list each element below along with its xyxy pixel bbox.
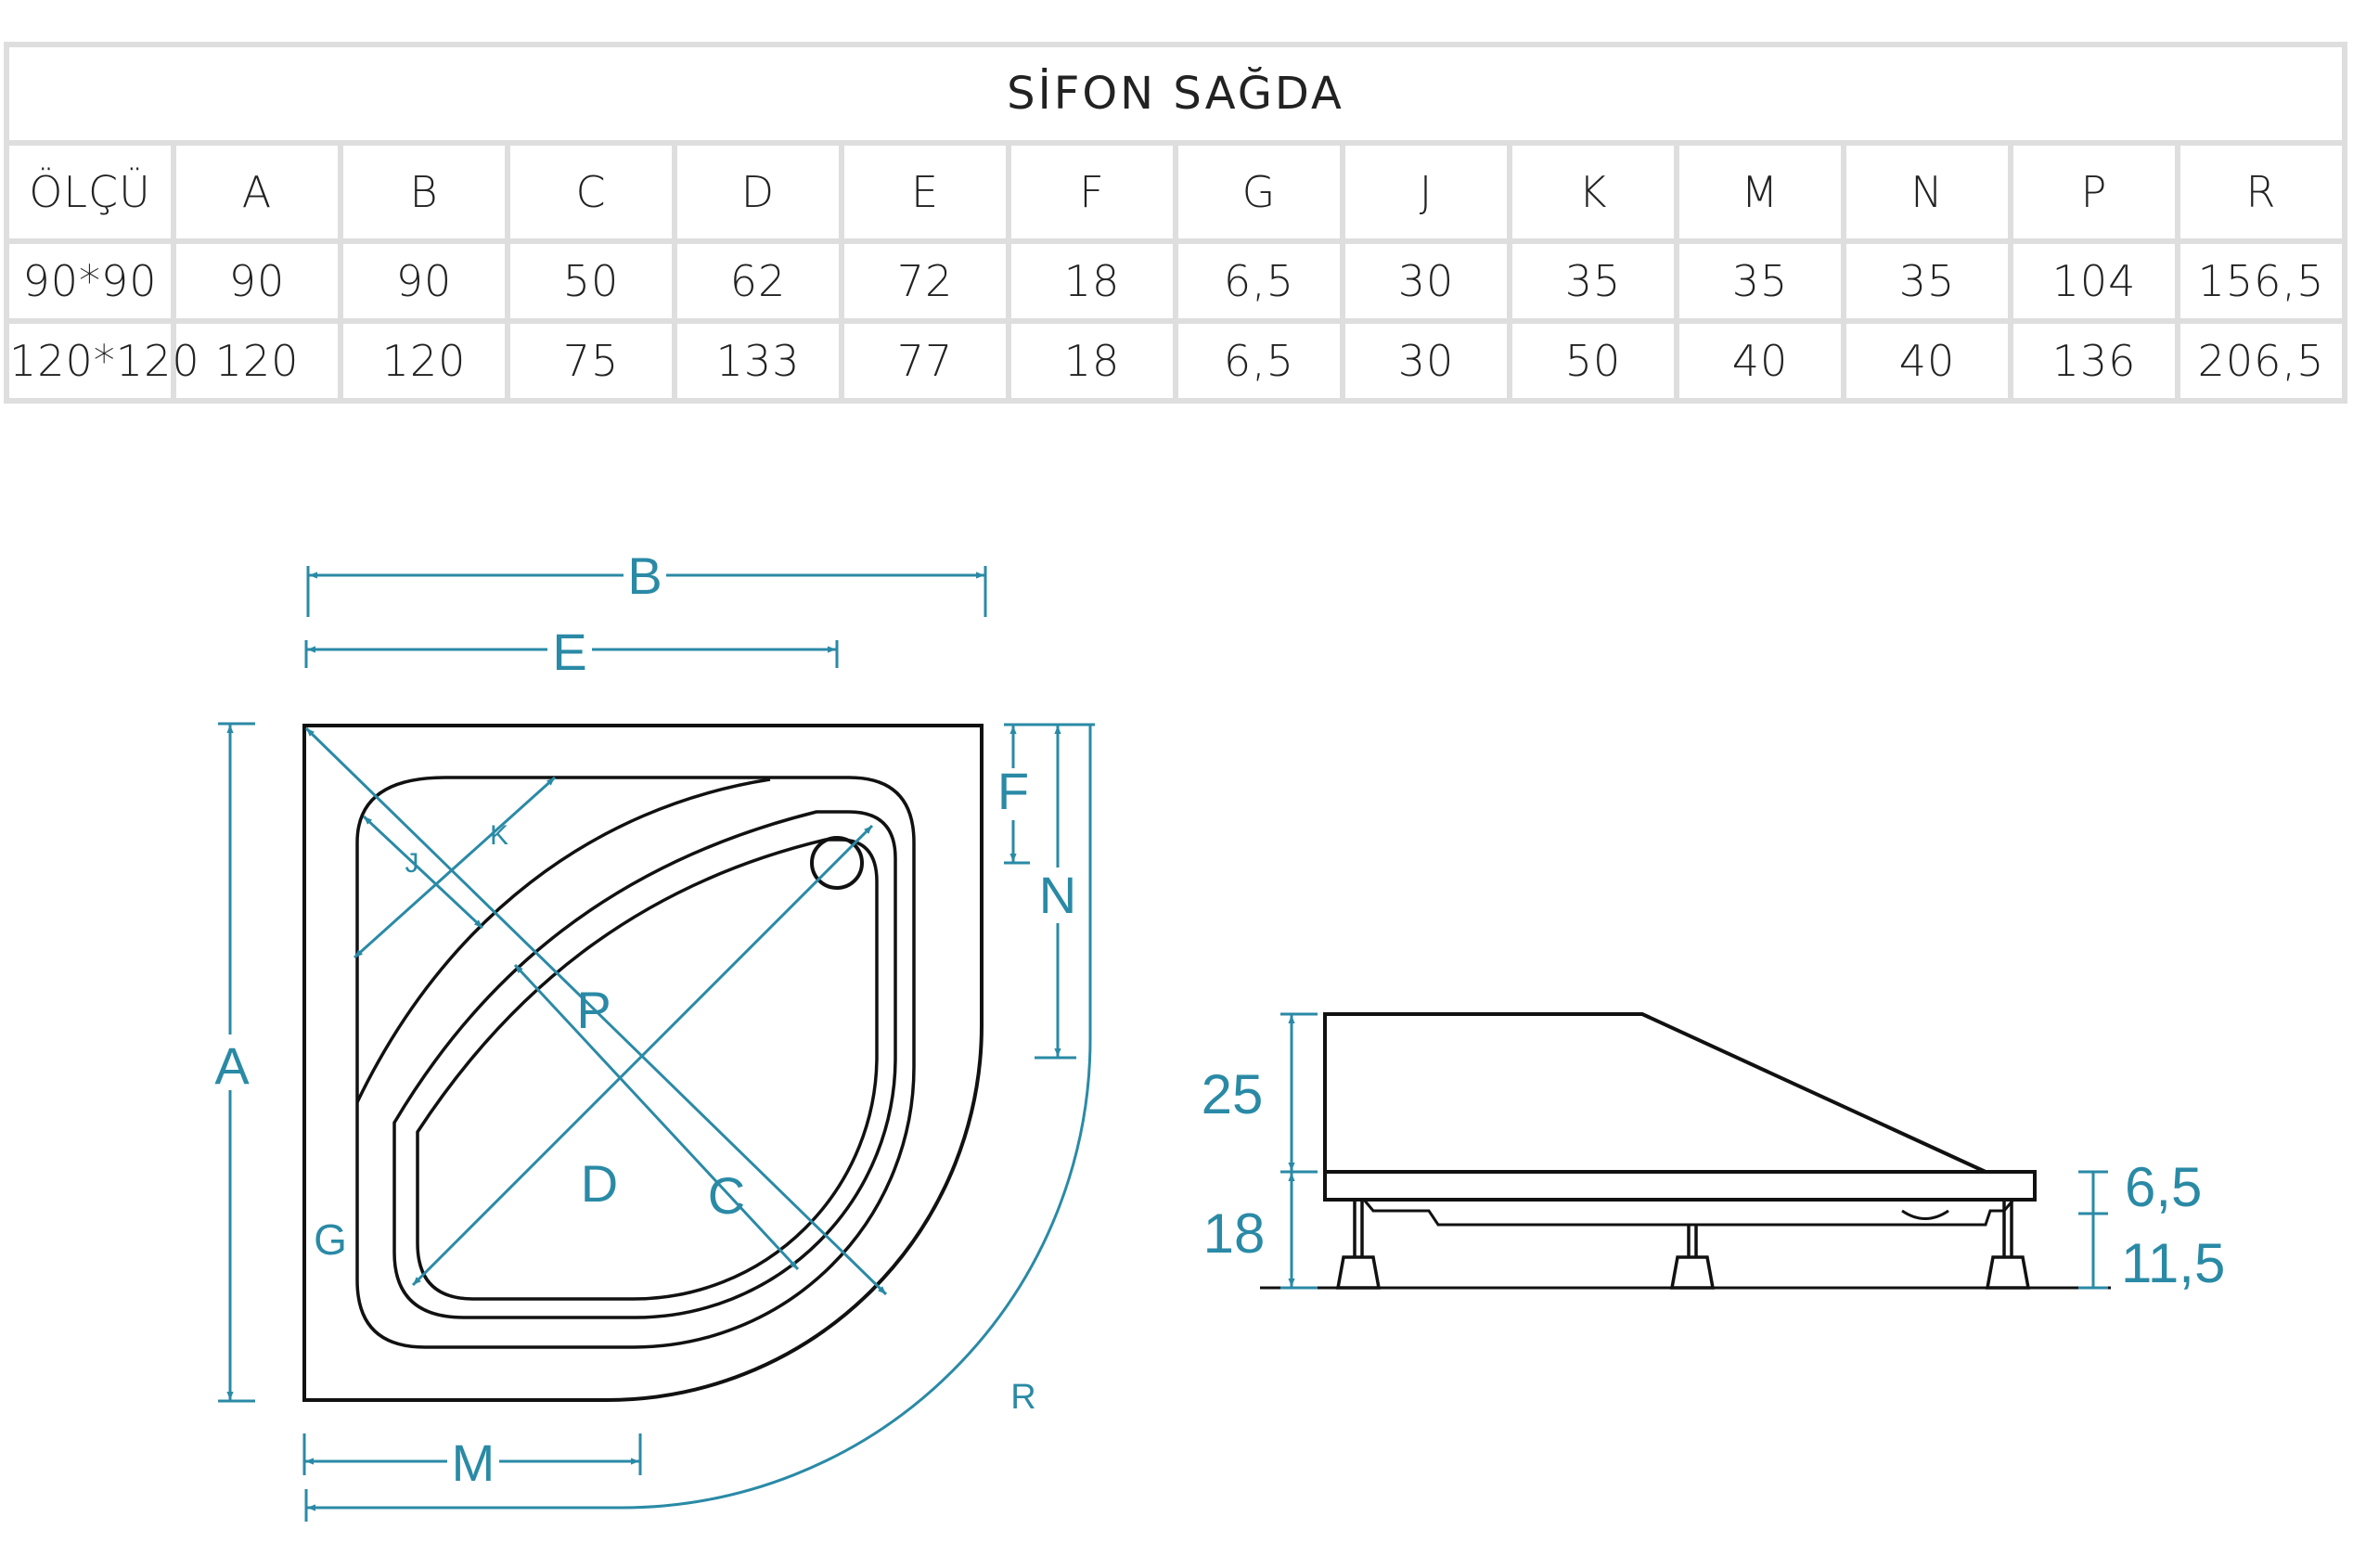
side-view-dimensions bbox=[1280, 1012, 2108, 1290]
cell-r: 156,5 bbox=[2180, 244, 2342, 318]
label-m: M bbox=[452, 1433, 495, 1492]
cell-b: 120 bbox=[343, 324, 505, 398]
header-m: M bbox=[1679, 146, 1841, 238]
header-f: F bbox=[1011, 146, 1173, 238]
cell-e: 72 bbox=[844, 244, 1006, 318]
header-p: P bbox=[2013, 146, 2175, 238]
cell-p: 104 bbox=[2013, 244, 2175, 318]
table-title: SİFON SAĞDA bbox=[9, 47, 2342, 140]
side-drain bbox=[1901, 1209, 1949, 1220]
cell-r: 206,5 bbox=[2180, 324, 2342, 398]
cell-m: 40 bbox=[1679, 324, 1841, 398]
side-apron bbox=[1323, 1012, 1987, 1174]
cell-k: 50 bbox=[1512, 324, 1674, 398]
tray-basin-outer bbox=[355, 778, 771, 1103]
dim-p-line bbox=[513, 963, 800, 1271]
header-c: C bbox=[510, 146, 672, 238]
cell-j: 30 bbox=[1345, 324, 1507, 398]
cell-g: 6,5 bbox=[1178, 244, 1340, 318]
label-k: K bbox=[490, 820, 508, 851]
label-p: P bbox=[576, 981, 611, 1039]
header-n: N bbox=[1846, 146, 2008, 238]
label-f: F bbox=[997, 762, 1029, 820]
label-j: J bbox=[405, 848, 419, 879]
table-row-90: 90*90 90 90 50 62 72 18 6,5 30 35 35 35 … bbox=[9, 244, 2342, 318]
cell-d: 62 bbox=[677, 244, 839, 318]
top-view-dimensions bbox=[218, 566, 1095, 1522]
label-b: B bbox=[627, 546, 662, 605]
label-a: A bbox=[214, 1036, 250, 1095]
cell-a: 120 bbox=[176, 324, 338, 398]
dim-r-arc bbox=[307, 725, 1092, 1511]
label-e: E bbox=[552, 623, 586, 681]
cell-c: 50 bbox=[510, 244, 672, 318]
side-view bbox=[1260, 1012, 2111, 1290]
cell-k: 35 bbox=[1512, 244, 1674, 318]
cell-size: 120*120 bbox=[9, 324, 199, 398]
header-olcu: ÖLÇÜ bbox=[9, 146, 171, 238]
header-r: R bbox=[2180, 146, 2342, 238]
top-view-labels: B E A F N M R G P C D K J bbox=[206, 546, 1083, 1492]
side-view-labels: 25 18 6,5 11,5 bbox=[1202, 1063, 2226, 1294]
table-row-120: 120*120 120 120 75 133 77 18 6,5 30 50 4… bbox=[9, 324, 2342, 398]
cell-f: 18 bbox=[1011, 324, 1173, 398]
cell-n: 40 bbox=[1846, 324, 2008, 398]
label-g: G bbox=[314, 1215, 347, 1264]
cell-size: 90*90 bbox=[9, 244, 171, 318]
label-height-legs: 18 bbox=[1203, 1202, 1266, 1265]
cell-j: 30 bbox=[1345, 244, 1507, 318]
cell-e: 77 bbox=[844, 324, 1006, 398]
side-legs bbox=[1335, 1200, 2031, 1290]
dim-j-line bbox=[362, 815, 484, 930]
cell-m: 35 bbox=[1679, 244, 1841, 318]
cell-b: 90 bbox=[343, 244, 505, 318]
header-g: G bbox=[1178, 146, 1340, 238]
label-n: N bbox=[1039, 866, 1076, 924]
cell-d: 133 bbox=[677, 324, 839, 398]
label-d: D bbox=[581, 1154, 618, 1213]
cell-p: 136 bbox=[2013, 324, 2175, 398]
cell-n: 35 bbox=[1846, 244, 2008, 318]
label-height-body: 25 bbox=[1202, 1063, 1264, 1125]
header-k: K bbox=[1512, 146, 1674, 238]
dim-d-line bbox=[411, 824, 874, 1287]
dimension-table: SİFON SAĞDA ÖLÇÜ A B C D E F G J K M N P… bbox=[4, 42, 2347, 404]
cell-f: 18 bbox=[1011, 244, 1173, 318]
tray-basin-floor bbox=[416, 838, 879, 1301]
label-c: C bbox=[708, 1166, 745, 1225]
header-d: D bbox=[677, 146, 839, 238]
header-b: B bbox=[343, 146, 505, 238]
header-a: A bbox=[176, 146, 338, 238]
header-j: J bbox=[1345, 146, 1507, 238]
cell-c: 75 bbox=[510, 324, 672, 398]
label-r: R bbox=[1010, 1378, 1035, 1417]
side-rim bbox=[1323, 1170, 2037, 1202]
cell-a: 90 bbox=[176, 244, 338, 318]
label-foot: 11,5 bbox=[2121, 1232, 2225, 1294]
side-basin bbox=[1362, 1199, 2015, 1227]
label-rim: 6,5 bbox=[2125, 1156, 2202, 1218]
header-e: E bbox=[844, 146, 1006, 238]
cell-g: 6,5 bbox=[1178, 324, 1340, 398]
